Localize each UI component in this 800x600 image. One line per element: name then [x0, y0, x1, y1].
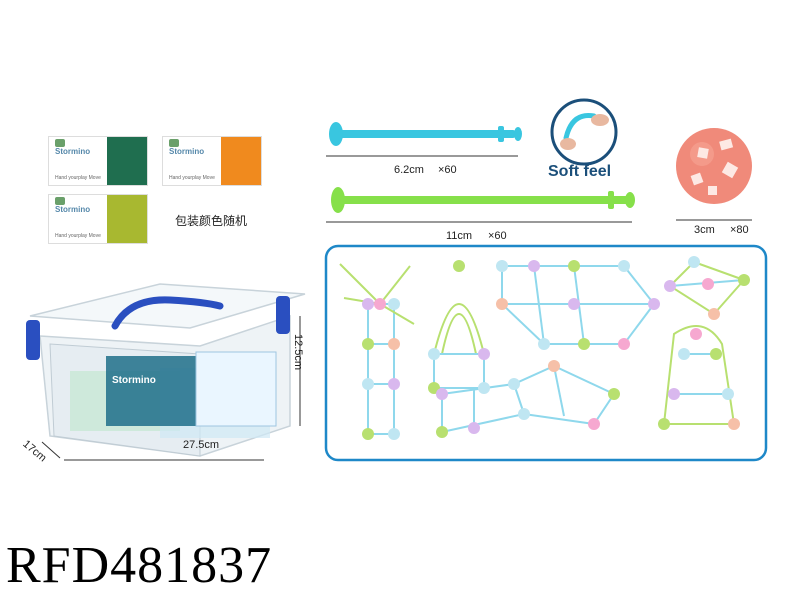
- package-card-subtitle: Hand yourplay Move: [169, 175, 215, 181]
- package-color-band: [221, 137, 261, 185]
- brand-logo-icon: [55, 197, 65, 205]
- long-stick-size: 11cm: [446, 230, 473, 242]
- ball-size: 3cm: [694, 224, 715, 236]
- package-card-title: Stormino: [55, 147, 91, 156]
- random-color-note: 包装颜色随机: [175, 214, 248, 228]
- package-card-title: Stormino: [169, 147, 205, 156]
- package-card-orange: Stormino Hand yourplay Move: [162, 136, 262, 186]
- package-card-lime: Stormino Hand yourplay Move: [48, 194, 148, 244]
- box-height-label: 12.5cm: [292, 334, 304, 371]
- box-icon: [26, 283, 306, 457]
- long-stick-illustration: [326, 187, 635, 223]
- ball-illustration: [676, 128, 752, 221]
- package-color-band: [107, 137, 147, 185]
- soft-feel-illustration: [550, 98, 618, 166]
- box-width-label: 27.5cm: [183, 439, 220, 451]
- example-model-dome: [433, 303, 485, 389]
- ball-icon: [676, 128, 752, 204]
- package-card-subtitle: Hand yourplay Move: [55, 233, 101, 239]
- stick-icon: [331, 187, 635, 213]
- short-stick-size: 6.2cm: [394, 164, 424, 176]
- soft-feel-icon: [550, 98, 618, 166]
- soft-feel-label: Soft feel: [548, 163, 612, 180]
- brand-logo-icon: [169, 139, 179, 147]
- build-examples-panel: [324, 244, 768, 462]
- short-stick-qty: ×60: [438, 164, 457, 176]
- product-code: RFD481837: [6, 537, 273, 594]
- ball-qty: ×80: [730, 224, 749, 236]
- package-card-title: Stormino: [55, 205, 91, 214]
- stick-icon: [329, 122, 522, 146]
- long-stick-qty: ×60: [488, 230, 507, 242]
- storage-box-illustration: [26, 283, 306, 461]
- box-brand-label: Stormino: [112, 375, 156, 386]
- package-card-subtitle: Hand yourplay Move: [55, 175, 101, 181]
- package-color-band: [107, 195, 147, 243]
- brand-logo-icon: [55, 139, 65, 147]
- package-card-green: Stormino Hand yourplay Move: [48, 136, 148, 186]
- short-stick-illustration: [326, 122, 522, 157]
- example-joints: [362, 256, 750, 440]
